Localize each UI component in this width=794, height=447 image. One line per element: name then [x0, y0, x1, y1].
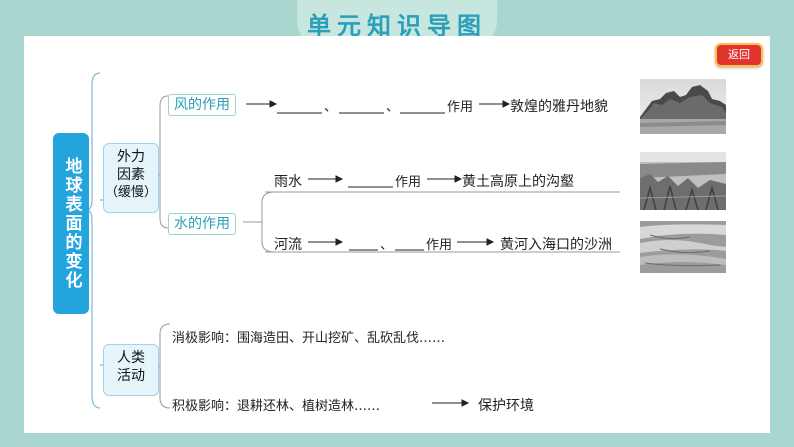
river-delta-photo	[640, 221, 726, 273]
wind-action-box: 风的作用	[168, 94, 236, 116]
blank-separator: 、	[380, 238, 394, 253]
positive-result-text: 保护环境	[478, 398, 534, 414]
wind-result-text: 敦煌的雅丹地貌	[510, 99, 608, 115]
page-title: 单元知识导图	[307, 12, 487, 40]
rain-result-text: 黄土高原上的沟壑	[462, 174, 574, 190]
external-label-line2: 因素	[117, 167, 145, 183]
yardang-landform-photo	[640, 79, 726, 134]
rain-action-text: 作用	[395, 175, 422, 190]
negative-impact-text: 消极影响：围海造田、开山挖矿、乱砍乱伐……	[172, 331, 446, 346]
human-activity-box: 人类 活动	[103, 344, 159, 396]
loess-gully-photo	[640, 152, 726, 210]
root-topic-box: 地球表面的变化	[53, 133, 89, 314]
water-action-box: 水的作用	[168, 213, 236, 235]
external-label-line3: （缓慢）	[104, 185, 157, 200]
river-source-text: 河流	[274, 237, 302, 253]
human-label-line1: 人类	[117, 350, 145, 366]
river-result-text: 黄河入海口的沙洲	[500, 237, 612, 253]
human-label-line2: 活动	[117, 368, 145, 384]
wind-action-text: 作用	[447, 100, 474, 115]
river-action-text: 作用	[426, 238, 453, 253]
rain-source-text: 雨水	[274, 174, 302, 190]
back-button[interactable]: 返回	[715, 43, 763, 67]
positive-impact-text: 积极影响：退耕还林、植树造林……	[172, 399, 381, 414]
external-label-line1: 外力	[117, 149, 145, 165]
blank-separator: 、	[386, 100, 400, 115]
external-factors-box: 外力 因素 （缓慢）	[103, 143, 159, 213]
blank-separator: 、	[324, 100, 338, 115]
